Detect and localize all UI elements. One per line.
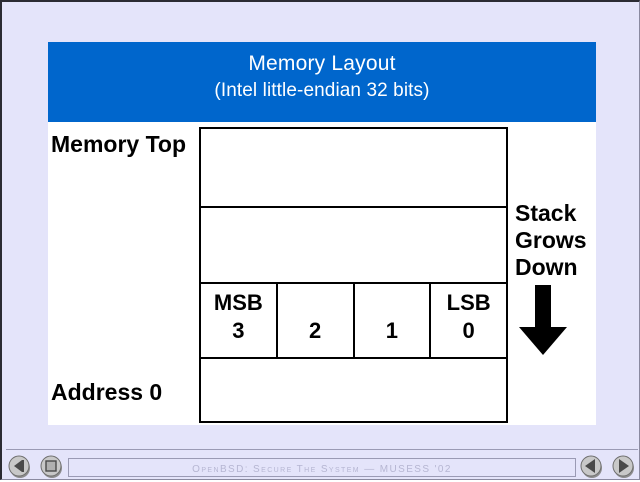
toolbar-divider (6, 449, 638, 450)
memory-layout-diagram: MSB 3 2 1 LSB 0 (199, 127, 508, 423)
memory-byte-cell-1: 1 (355, 284, 432, 357)
memory-row-bytes: MSB 3 2 1 LSB 0 (201, 284, 506, 359)
stack-grows-down-note: Stack Grows Down (515, 200, 597, 281)
memory-row-empty-bottom (201, 359, 506, 421)
first-slide-button[interactable] (8, 455, 32, 479)
address-zero-label: Address 0 (51, 379, 163, 405)
slide-title-banner: Memory Layout (Intel little-endian 32 bi… (48, 42, 596, 122)
memory-row-empty-second (201, 208, 506, 284)
next-slide-button[interactable] (612, 455, 636, 479)
memory-byte-index-1: 1 (385, 318, 398, 343)
slide-title-line-1: Memory Layout (248, 52, 396, 75)
stack-note-line-1: Stack (515, 200, 577, 226)
memory-byte-cell-3: MSB 3 (201, 284, 278, 357)
memory-byte-index-0: 0 (462, 318, 475, 343)
navigation-toolbar: OpenBSD: Secure The System — MUSESS '02 (2, 452, 640, 482)
arrow-down-icon (519, 285, 567, 355)
memory-byte-index-3: 3 (232, 318, 245, 343)
slide-canvas: Memory Top Address 0 MSB 3 2 1 LS (48, 122, 596, 425)
stack-note-line-2: Grows (515, 227, 587, 253)
stack-note-line-3: Down (515, 254, 578, 280)
footer-text: OpenBSD: Secure The System — MUSESS '02 (192, 464, 452, 475)
memory-byte-cell-0: LSB 0 (431, 284, 506, 357)
previous-slide-button[interactable] (580, 455, 604, 479)
memory-byte-tag-msb: MSB (213, 290, 263, 315)
memory-byte-tag-lsb: LSB (446, 290, 491, 315)
slide-title-line-2: (Intel little-endian 32 bits) (214, 80, 430, 101)
memory-byte-cell-2: 2 (278, 284, 355, 357)
memory-row-empty-top (201, 129, 506, 208)
stop-button[interactable] (40, 455, 64, 479)
memory-top-label: Memory Top (51, 131, 187, 157)
memory-byte-index-2: 2 (309, 318, 322, 343)
footer-status-bar: OpenBSD: Secure The System — MUSESS '02 (68, 458, 576, 477)
